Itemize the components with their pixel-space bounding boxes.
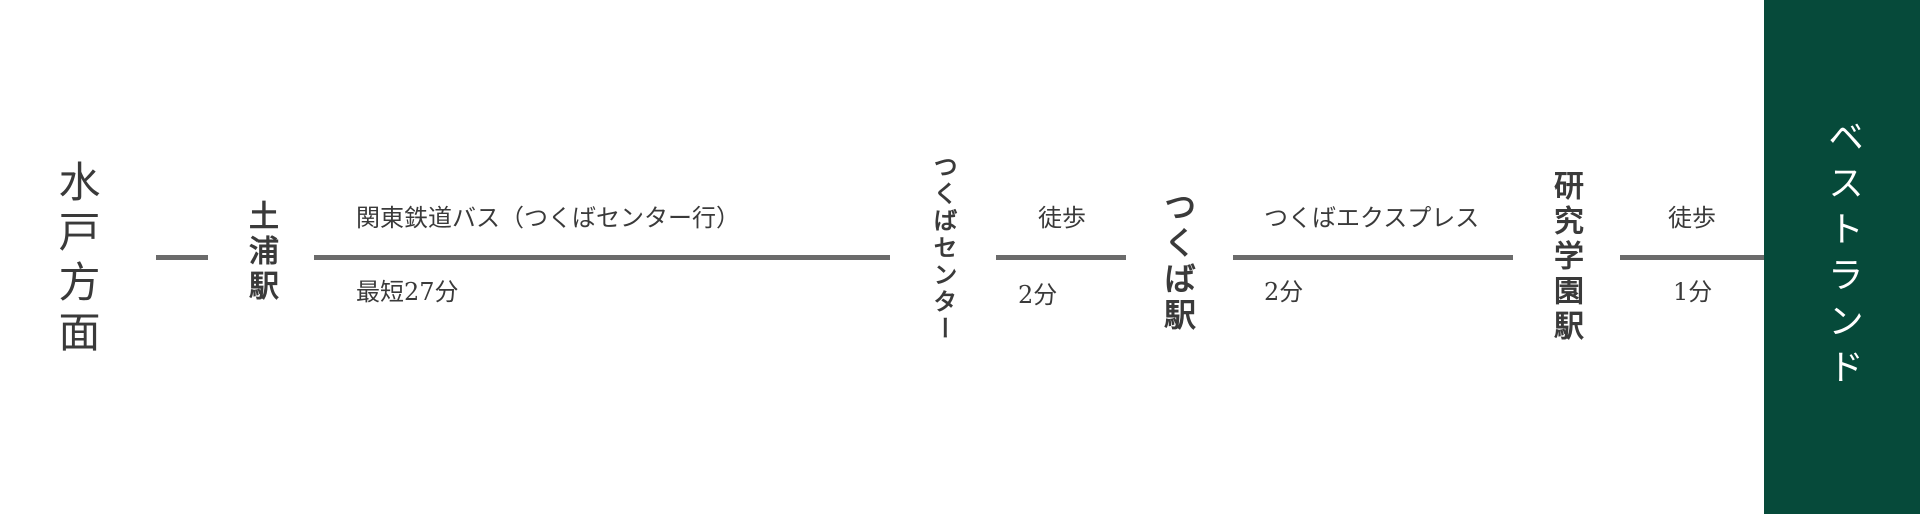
segment-tx-mode: つくばエクスプレス [1264, 204, 1480, 232]
origin-label: 水戸方面 [52, 160, 101, 360]
segment-walk2-mode: 徒歩 [1668, 204, 1716, 232]
segment-walk1-mode: 徒歩 [1038, 204, 1086, 232]
route-line-walk-2 [1620, 255, 1764, 260]
segment-walk2-time: 1分 [1673, 278, 1713, 306]
segment-bus-mode: 関東鉄道バス（つくばセンター行） [356, 204, 740, 232]
station-tsuchiura: 土浦駅 [243, 200, 278, 305]
route-line-tx [1233, 255, 1513, 260]
destination-label: ベストランド [1822, 118, 1863, 394]
segment-bus-time: 最短27分 [356, 278, 459, 306]
route-line-origin [156, 255, 208, 260]
route-line-walk-1 [996, 255, 1126, 260]
route-line-bus [314, 255, 890, 260]
station-tsukuba: つくば駅 [1159, 190, 1197, 334]
station-tsukuba-center: つくばセンター [929, 154, 958, 343]
segment-walk1-time: 2分 [1018, 281, 1058, 309]
segment-tx-time: 2分 [1264, 278, 1304, 306]
station-kenkyu-gakuen: 研究学園駅 [1548, 170, 1583, 345]
destination-panel: ベストランド [1764, 0, 1920, 514]
